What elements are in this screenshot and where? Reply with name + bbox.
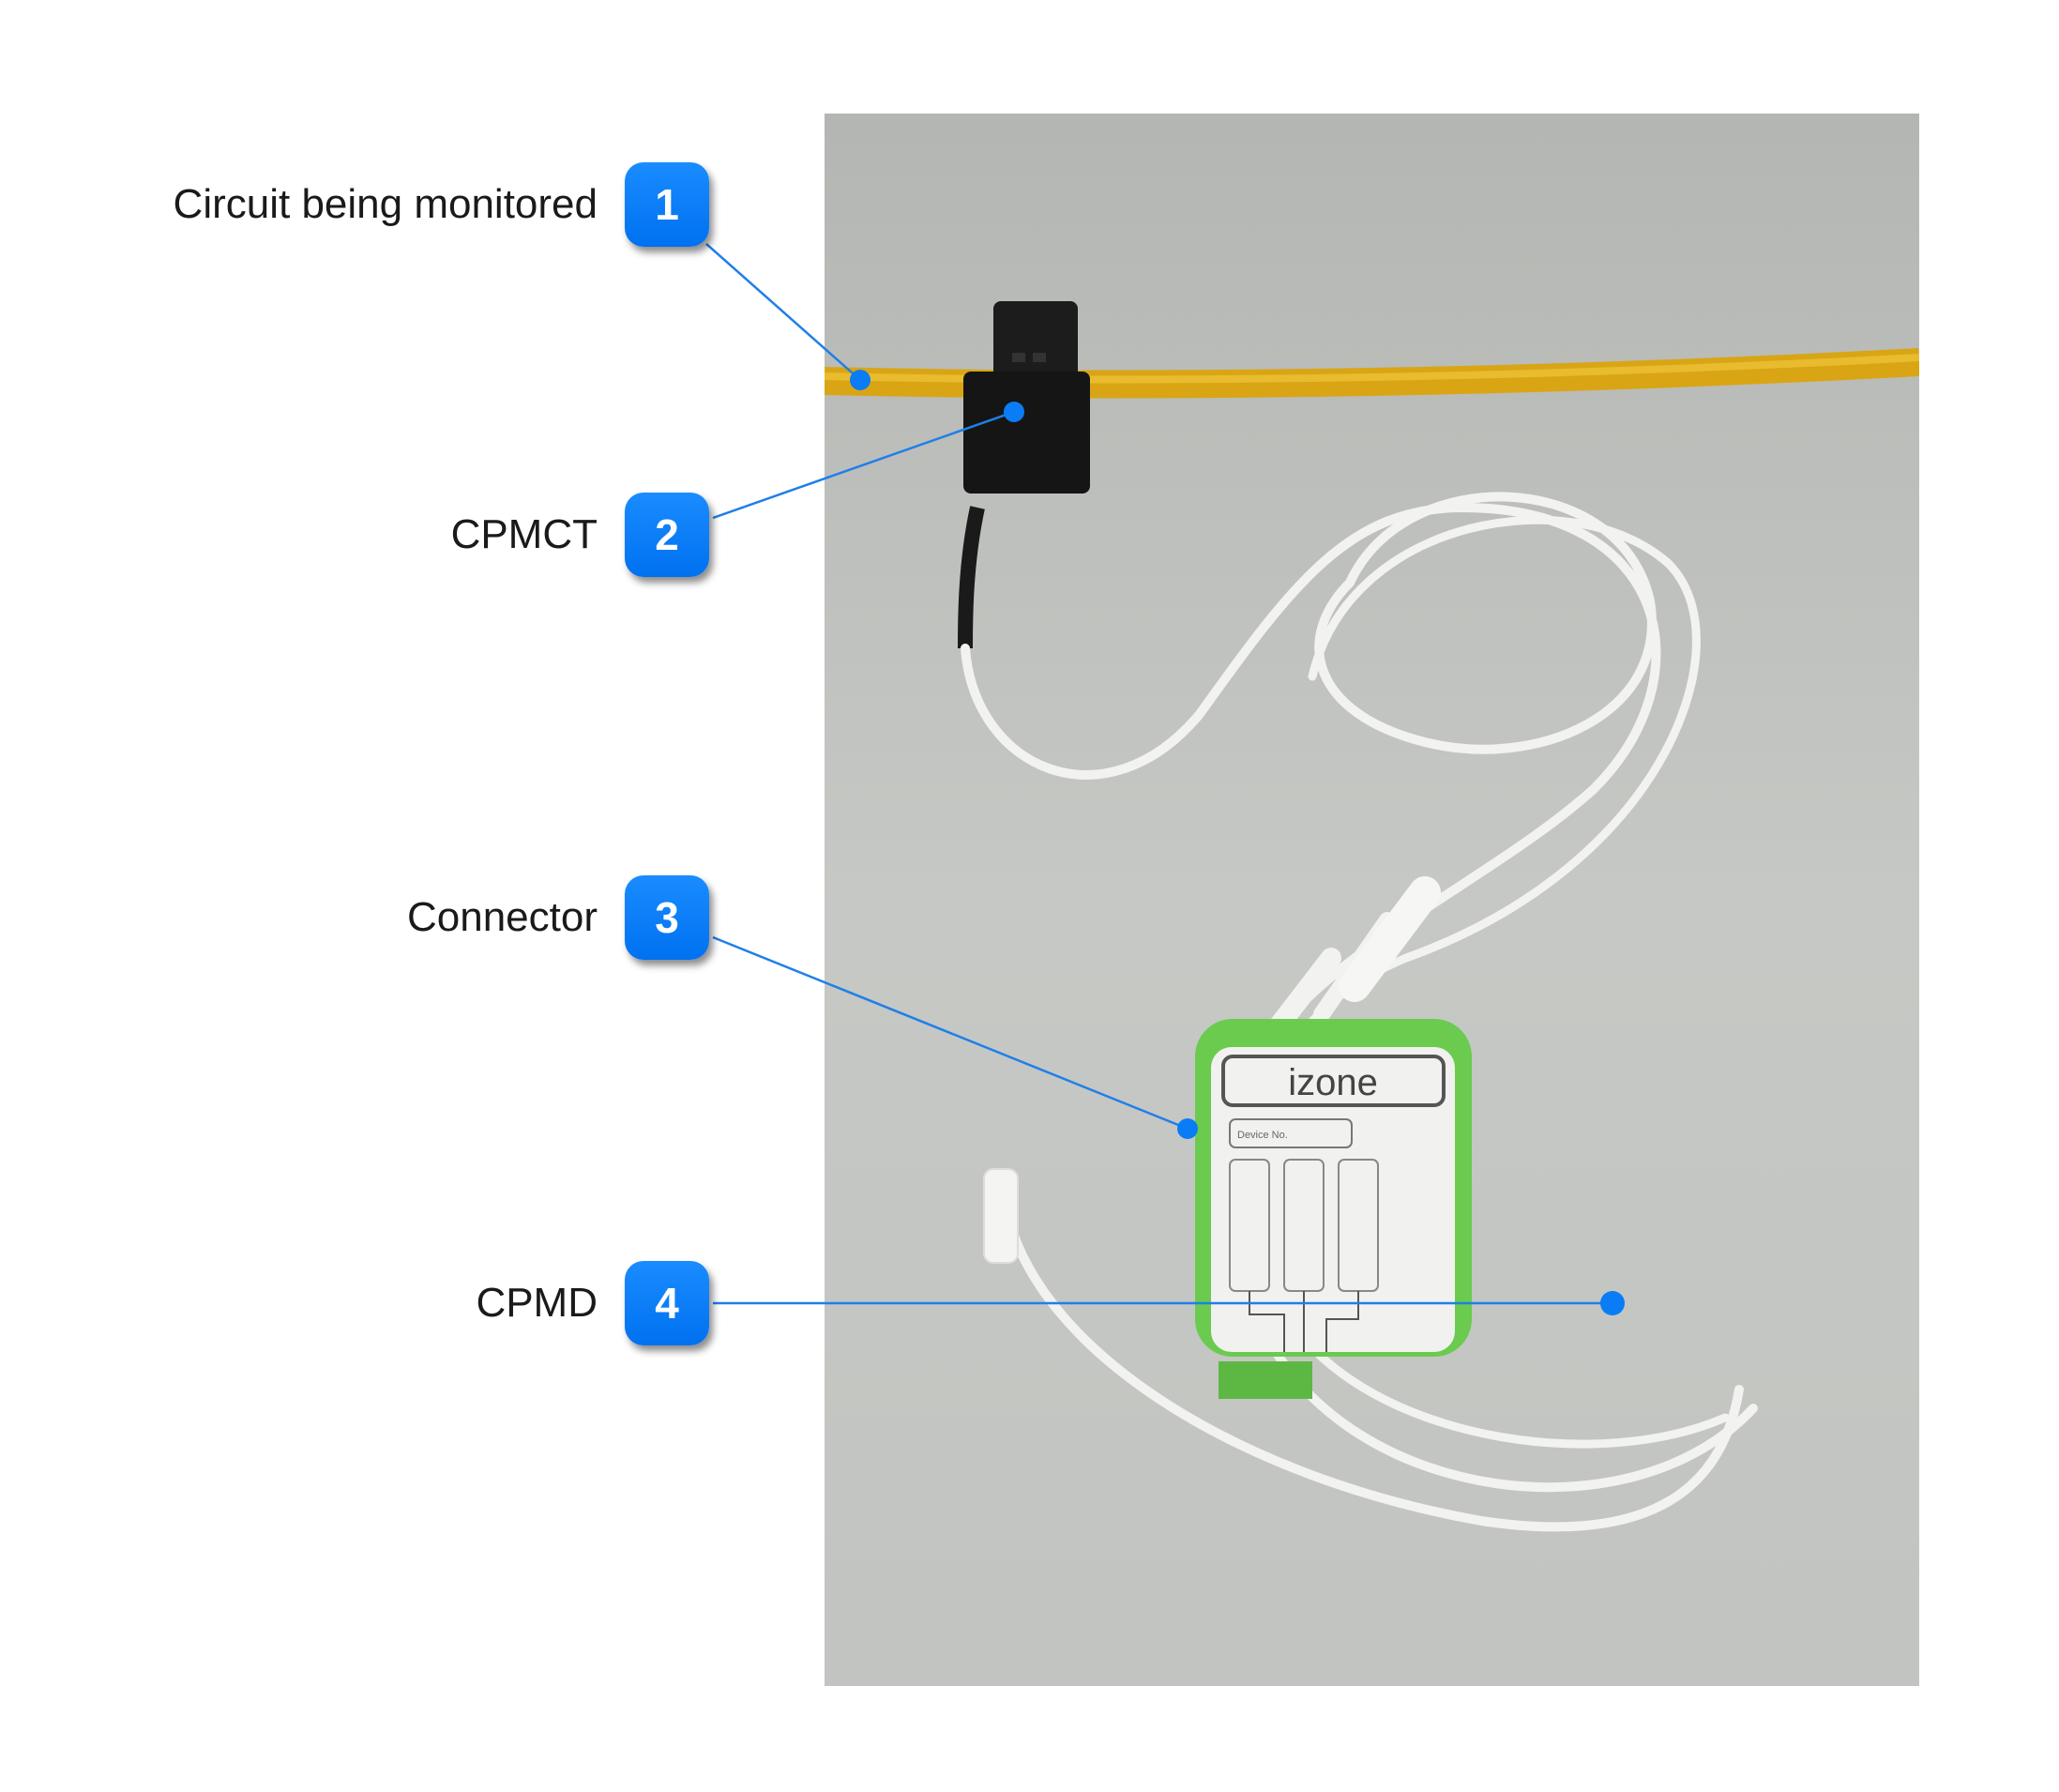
callout-label-circuit: Circuit being monitored (173, 181, 598, 227)
leader-dot-3 (1177, 1118, 1198, 1139)
callout-badge-1: 1 (625, 162, 709, 247)
leader-dot-4 (1600, 1291, 1625, 1315)
leader-line-1 (705, 243, 861, 381)
cpmd-device: izone Device No. (1195, 1019, 1472, 1399)
callout-badge-3: 3 (625, 875, 709, 960)
callout-label-cpmct: CPMCT (450, 511, 598, 557)
izone-logo: izone (1288, 1062, 1378, 1103)
leader-dot-1 (850, 370, 871, 390)
callout-badge-4: 4 (625, 1261, 709, 1345)
callout-badge-2: 2 (625, 493, 709, 577)
device-no-label: Device No. (1237, 1130, 1288, 1141)
leader-line-2 (712, 410, 1015, 520)
callout-label-cpmd: CPMD (476, 1280, 598, 1326)
leader-line-3 (712, 935, 1188, 1131)
callout-label-connector: Connector (406, 894, 598, 940)
cpmct-clamp (958, 301, 1090, 649)
cable-highlight (825, 354, 1919, 384)
product-photo: izone Device No. (825, 114, 1919, 1686)
yellow-cable (825, 348, 1919, 399)
leader-dot-2 (1004, 402, 1024, 422)
